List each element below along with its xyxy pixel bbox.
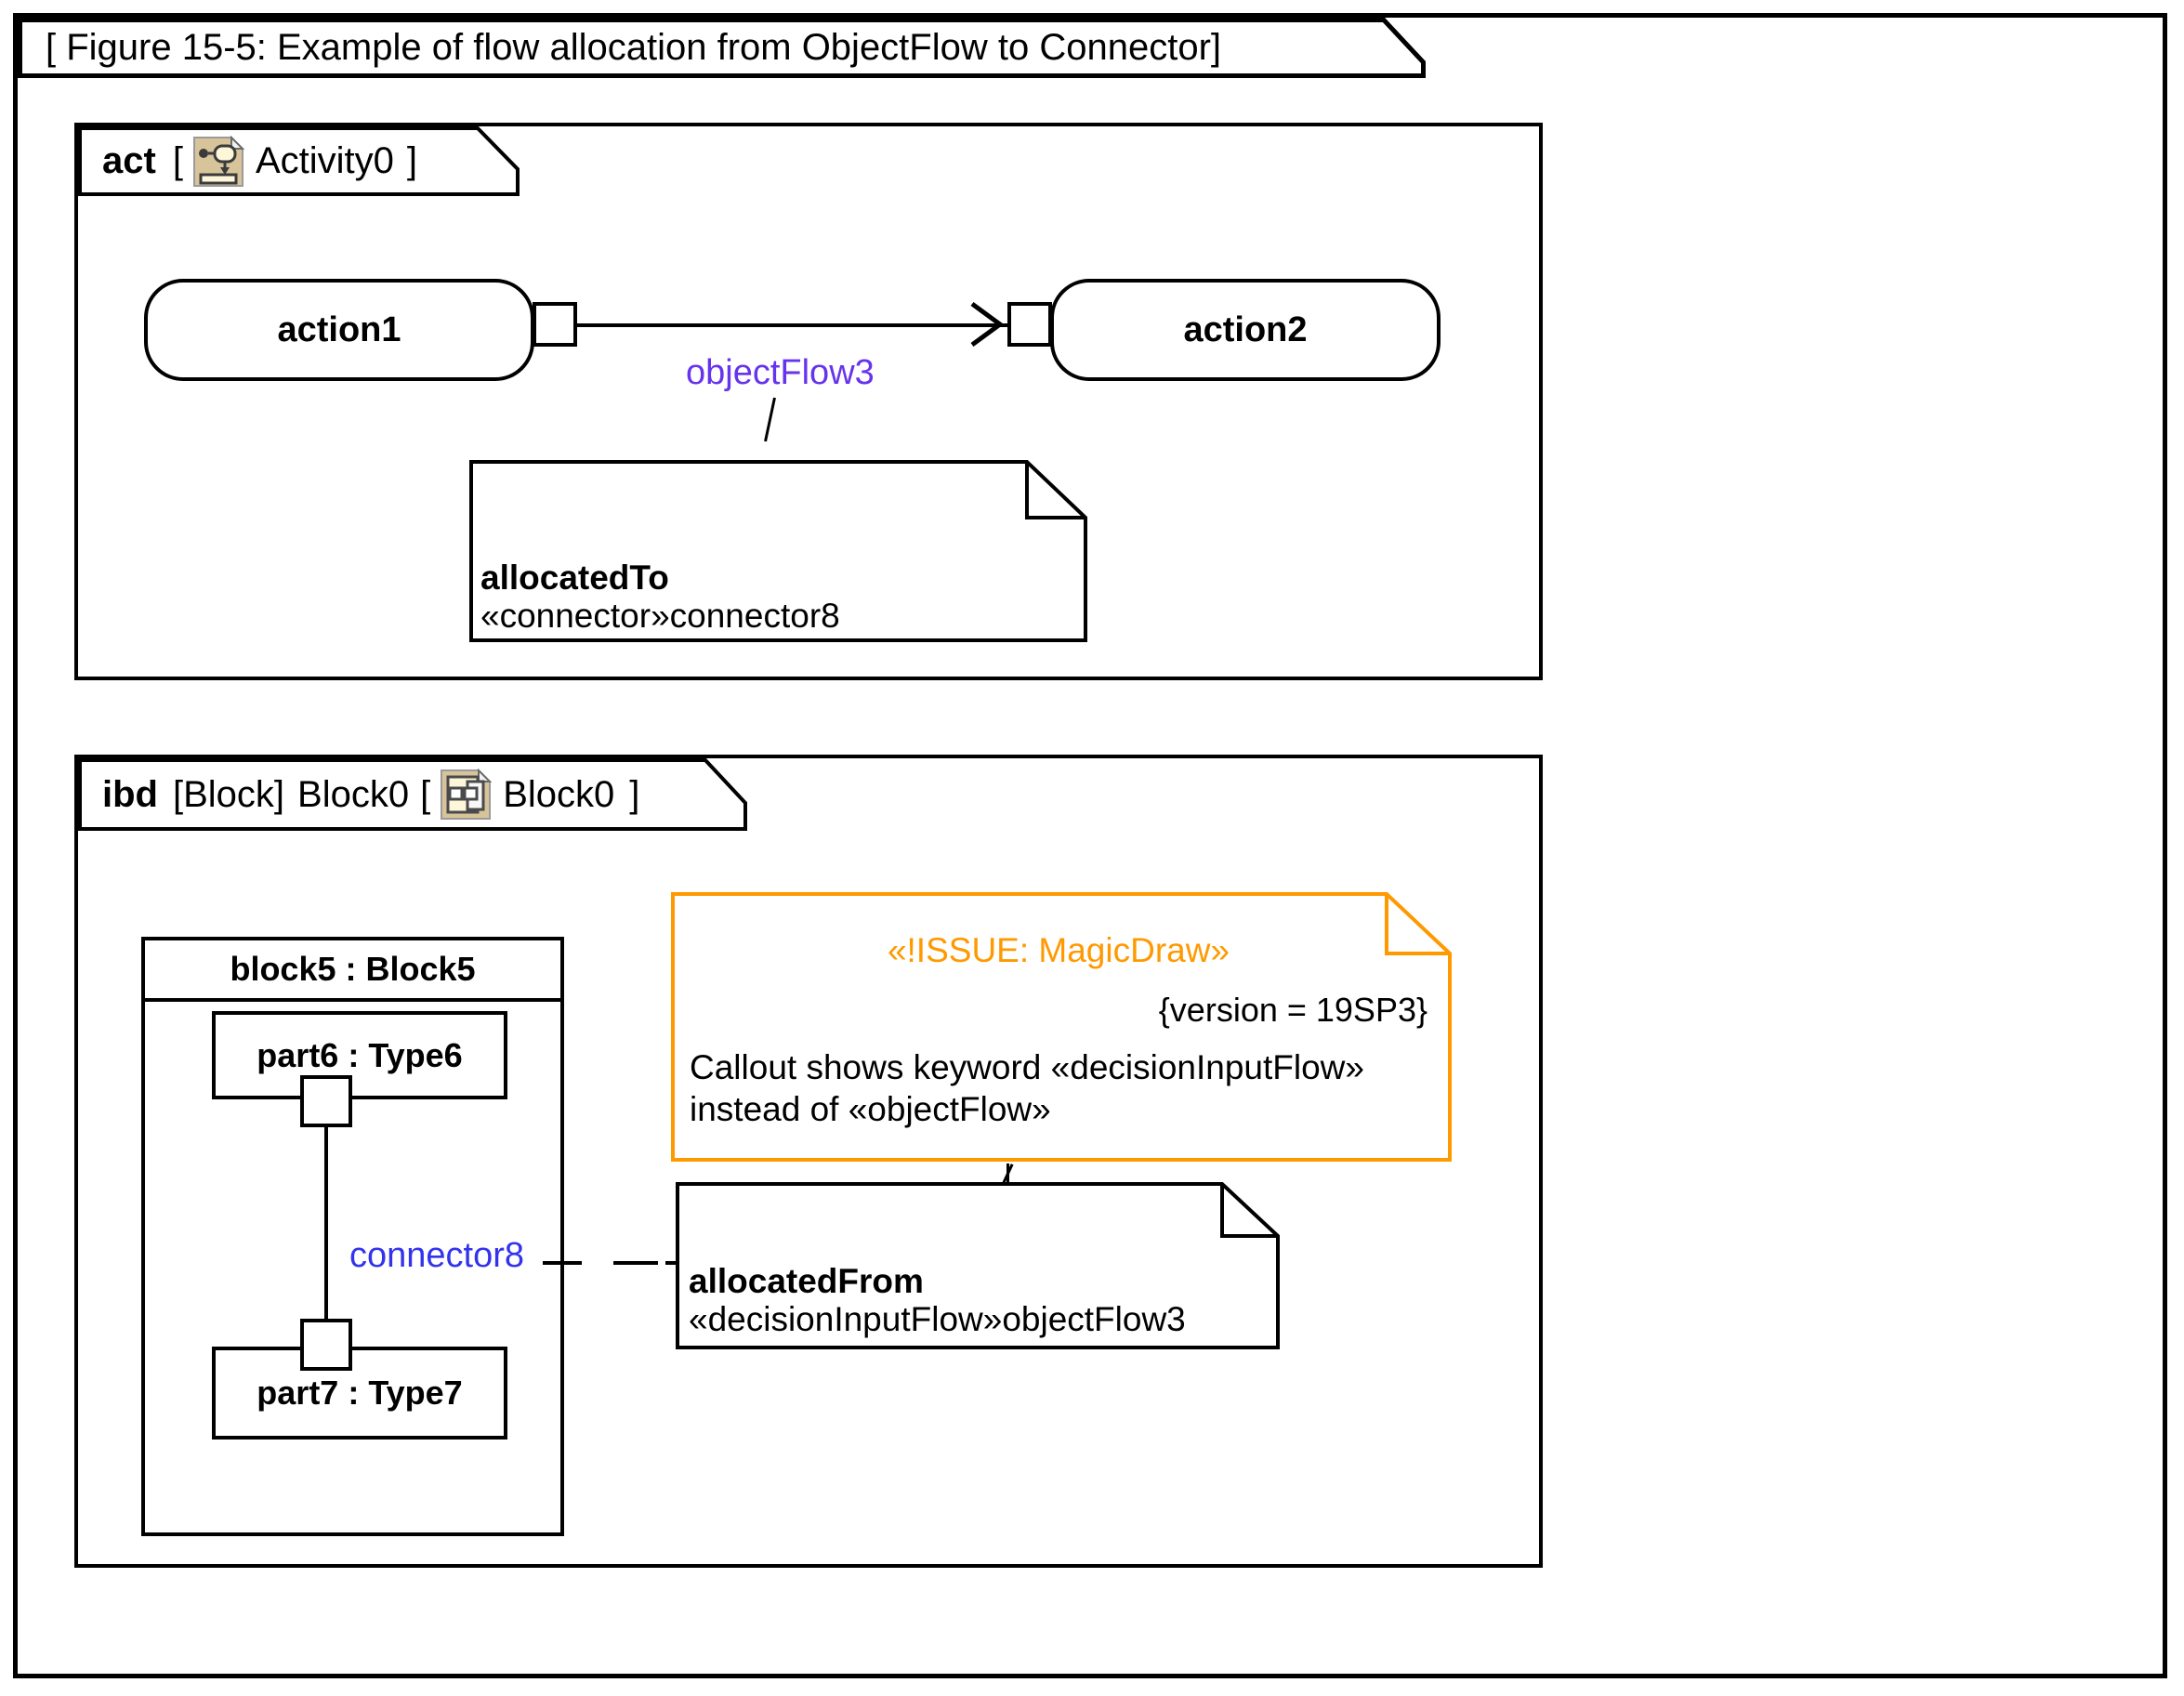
act-frame-name-tab: act [ Activity0 ]	[78, 126, 520, 196]
connector8-edge[interactable]	[324, 1124, 328, 1321]
part6-label: part6 : Type6	[257, 1035, 463, 1074]
internal-block-diagram-icon	[440, 769, 493, 821]
act-diagram-name: Activity0	[255, 140, 394, 181]
object-flow-edge[interactable]	[576, 323, 1009, 327]
ibd-context-name: Block0	[297, 773, 410, 815]
ibd-frame-name-tab: ibd [Block] Block0 [ Block0 ]	[78, 758, 747, 831]
issue-version-tag: {version = 19SP3}	[1158, 991, 1427, 1029]
output-pin-action1[interactable]	[533, 302, 577, 347]
figure-title-label: [ Figure 15-5: Example of flow allocatio…	[46, 27, 1221, 68]
input-pin-action2[interactable]	[1007, 302, 1052, 347]
act-keyword: act	[102, 140, 156, 181]
issue-callout-note[interactable]: «!ISSUE: MagicDraw» {version = 19SP3} Ca…	[671, 892, 1452, 1162]
block5-header-label: block5 : Block5	[145, 940, 560, 1002]
object-flow-label: objectFlow3	[686, 353, 875, 392]
action-node-action1[interactable]: action1	[144, 279, 534, 381]
connector8-note-dash-middle	[613, 1261, 658, 1265]
action-node-action2[interactable]: action2	[1050, 279, 1441, 381]
allocated-from-note[interactable]: allocatedFrom «decisionInputFlow»objectF…	[676, 1182, 1280, 1349]
connector8-label: connector8	[349, 1236, 525, 1275]
ibd-diagram-name: Block0	[503, 773, 615, 815]
action2-label: action2	[1183, 309, 1308, 349]
allocated-to-note[interactable]: allocatedTo «connector»connector8	[469, 460, 1087, 642]
ibd-close-bracket: ]	[629, 773, 640, 815]
flow-arrowhead-icon	[970, 301, 1005, 348]
connector8-note-dash-end	[665, 1261, 682, 1265]
issue-note-shape	[671, 892, 1452, 1162]
ibd-type-bracket: [Block]	[172, 773, 285, 815]
issue-keyword: «!ISSUE: MagicDraw»	[887, 931, 1230, 969]
ibd-keyword: ibd	[102, 773, 158, 815]
act-open-bracket: [	[172, 140, 183, 181]
action1-label: action1	[277, 309, 401, 349]
act-close-bracket: ]	[406, 140, 417, 181]
ibd-open-bracket: [	[420, 773, 431, 815]
note-shape	[676, 1182, 1280, 1349]
port-on-part7[interactable]	[300, 1319, 352, 1371]
figure-title-tab-shape	[18, 18, 1426, 78]
act-tab-shape	[78, 126, 520, 196]
part-box-part6[interactable]: part6 : Type6	[212, 1011, 507, 1099]
issue-body-line-1: Callout shows keyword «decisionInputFlow…	[690, 1048, 1364, 1086]
connector8-note-anchor-dash	[543, 1261, 582, 1265]
port-on-part6[interactable]	[300, 1075, 352, 1127]
part7-label: part7 : Type7	[257, 1374, 463, 1412]
allocated-to-keyword: allocatedTo	[480, 559, 669, 597]
ibd-tab-shape	[78, 758, 747, 831]
activity-diagram-icon	[192, 135, 244, 188]
figure-title-tab: [ Figure 15-5: Example of flow allocatio…	[18, 18, 1426, 78]
allocated-from-keyword: allocatedFrom	[689, 1262, 924, 1300]
allocated-to-value: «connector»connector8	[480, 597, 840, 636]
issue-body-line-2: instead of «objectFlow»	[690, 1089, 1051, 1128]
part-box-part7[interactable]: part7 : Type7	[212, 1347, 507, 1440]
note-shape	[469, 460, 1087, 642]
allocated-from-value: «decisionInputFlow»objectFlow3	[689, 1300, 1186, 1339]
